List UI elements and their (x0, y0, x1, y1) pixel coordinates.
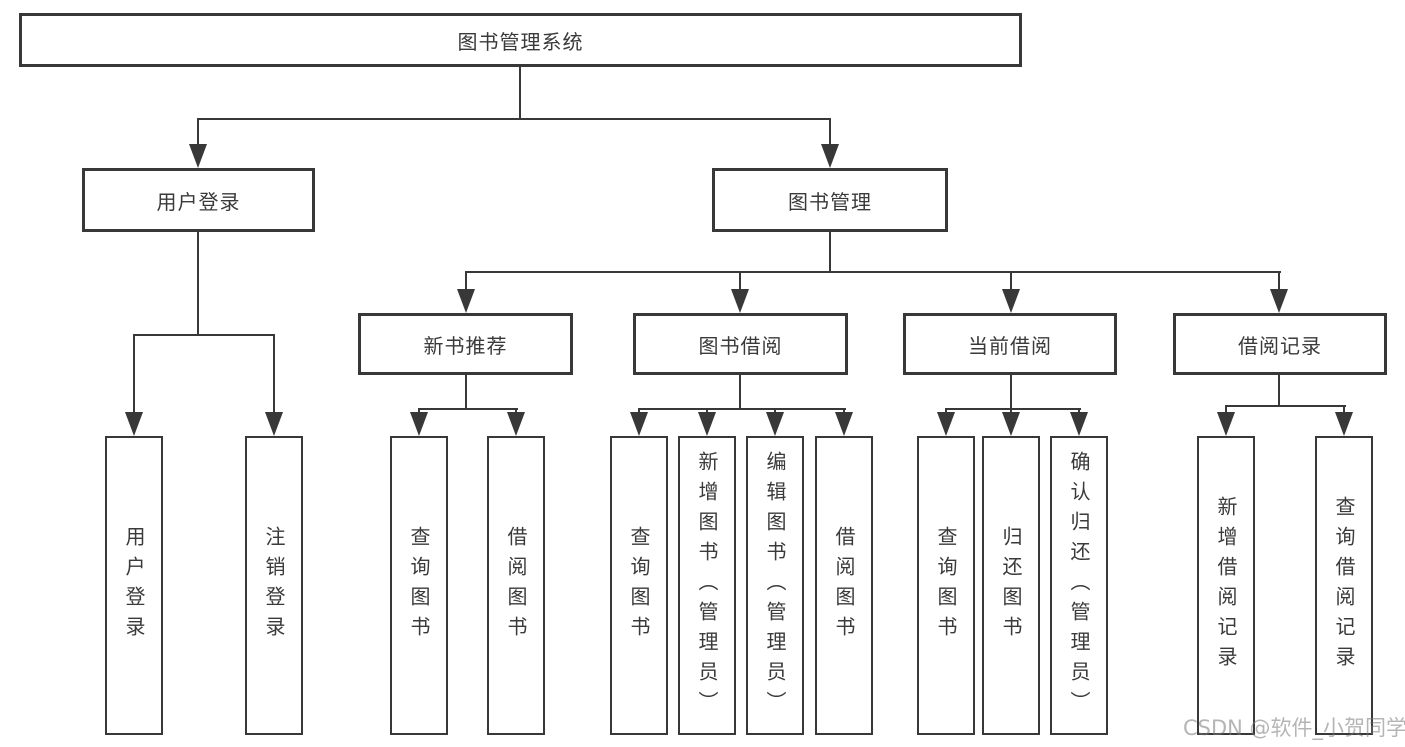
connector-line (1278, 375, 1280, 406)
connector-line (1278, 271, 1280, 291)
arrow-down-icon (698, 412, 716, 436)
node-book-management: 图书管理 (712, 168, 948, 232)
connector-line (465, 271, 1281, 273)
leaf-query-borrow-record: 查询借阅记录 (1315, 436, 1373, 735)
node-borrowing-records: 借阅记录 (1173, 313, 1387, 375)
arrow-down-icon (1002, 289, 1020, 313)
connector-line (829, 118, 831, 148)
leaf-confirm-return-admin: 确认归还（管理员） (1050, 436, 1108, 735)
leaf-add-book-admin: 新增图书（管理员） (678, 436, 736, 735)
leaf-query-books-recommend: 查询图书 (390, 436, 448, 735)
arrow-down-icon (766, 412, 784, 436)
arrow-down-icon (1070, 412, 1088, 436)
connector-line (519, 67, 521, 119)
connector-line (465, 375, 467, 409)
arrow-down-icon (125, 412, 143, 436)
connector-line (829, 232, 831, 273)
csdn-watermark: CSDN @软件_小贺同学 (1183, 716, 1405, 740)
leaf-user-login: 用户登录 (105, 436, 163, 735)
leaf-query-books-borrowing: 查询图书 (610, 436, 668, 735)
leaf-edit-book-admin: 编辑图书（管理员） (746, 436, 804, 735)
connector-line (197, 118, 831, 120)
node-root-library-management-system: 图书管理系统 (19, 13, 1022, 67)
leaf-query-books-current: 查询图书 (917, 436, 975, 735)
arrow-down-icon (265, 412, 283, 436)
arrow-down-icon (457, 289, 475, 313)
arrow-down-icon (1217, 412, 1235, 436)
node-new-book-recommendation: 新书推荐 (358, 313, 573, 375)
arrow-down-icon (1002, 412, 1020, 436)
arrow-down-icon (410, 412, 428, 436)
connector-line (1010, 271, 1012, 291)
connector-line (133, 334, 275, 336)
node-current-borrowing: 当前借阅 (903, 313, 1117, 375)
leaf-add-borrow-record: 新增借阅记录 (1197, 436, 1255, 735)
arrow-down-icon (731, 289, 749, 313)
arrow-down-icon (1270, 289, 1288, 313)
arrow-down-icon (630, 412, 648, 436)
arrow-down-icon (189, 144, 207, 168)
connector-line (273, 334, 275, 414)
leaf-borrow-books-borrowing: 借阅图书 (815, 436, 873, 735)
arrow-down-icon (821, 144, 839, 168)
arrow-down-icon (1335, 412, 1353, 436)
leaf-borrow-books-recommend: 借阅图书 (487, 436, 545, 735)
connector-line (945, 408, 1081, 410)
connector-line (739, 271, 741, 291)
connector-line (638, 408, 846, 410)
arrow-down-icon (937, 412, 955, 436)
node-user-login: 用户登录 (82, 168, 315, 232)
connector-line (197, 118, 199, 148)
connector-line (1010, 375, 1012, 409)
connector-line (1225, 405, 1346, 407)
connector-line (739, 375, 741, 409)
leaf-return-book: 归还图书 (982, 436, 1040, 735)
connector-line (1225, 405, 1227, 415)
connector-line (133, 334, 135, 414)
arrow-down-icon (507, 412, 525, 436)
connector-line (418, 408, 518, 410)
connector-line (465, 271, 467, 291)
leaf-logout: 注销登录 (245, 436, 303, 735)
node-book-borrowing: 图书借阅 (633, 313, 848, 375)
connector-line (1343, 405, 1345, 415)
connector-line (197, 232, 199, 336)
arrow-down-icon (835, 412, 853, 436)
